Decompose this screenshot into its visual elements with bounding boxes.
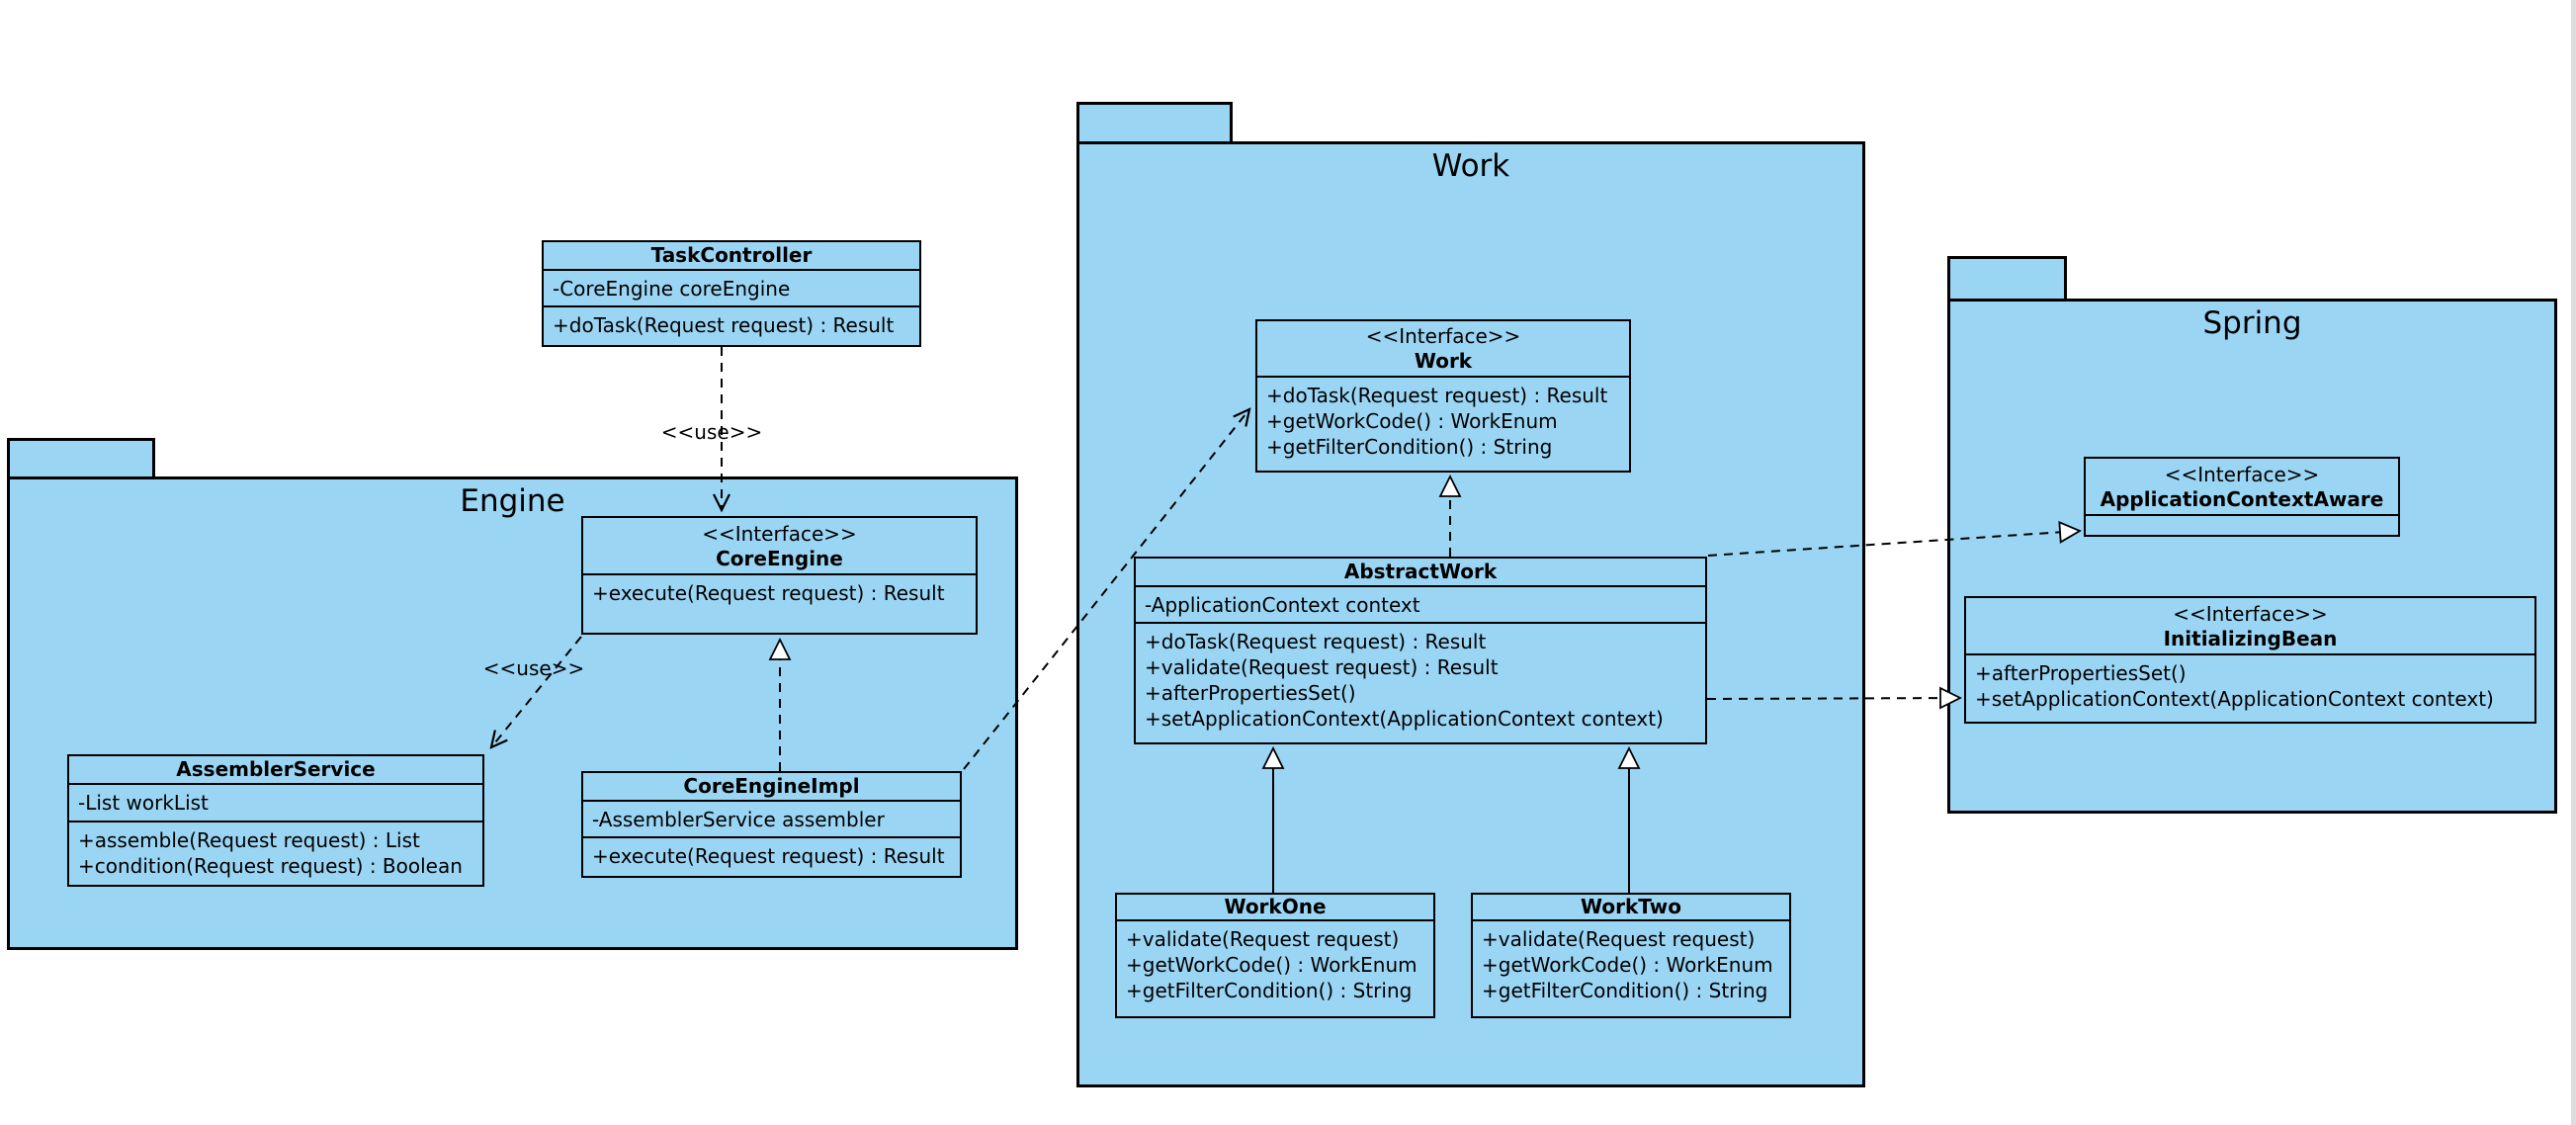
class-title: ApplicationContextAware: [2100, 486, 2384, 511]
class-workone[interactable]: WorkOne +validate(Request request) +getW…: [1115, 893, 1435, 1018]
class-title: WorkOne: [1224, 895, 1327, 918]
class-method: +setApplicationContext(ApplicationContex…: [1145, 707, 1664, 731]
class-method: +afterPropertiesSet(): [1975, 661, 2187, 685]
class-title: TaskController: [650, 243, 813, 267]
class-method: +validate(Request request) : Result: [1145, 655, 1499, 679]
class-method: +execute(Request request) : Result: [592, 844, 945, 868]
window-edge: [2571, 0, 2576, 1125]
interface-work[interactable]: <<Interface>> Work +doTask(Request reque…: [1255, 319, 1631, 473]
class-method: +afterPropertiesSet(): [1145, 681, 1356, 705]
class-title: InitializingBean: [2163, 626, 2338, 650]
class-method: +doTask(Request request) : Result: [553, 313, 895, 337]
use-stereotype-label: <<use>>: [660, 420, 763, 444]
class-method: +assemble(Request request) : List: [78, 828, 420, 852]
class-title: CoreEngineImpl: [683, 774, 860, 798]
class-title: Work: [1414, 349, 1473, 373]
stereotype-label: <<Interface>>: [2164, 462, 2320, 486]
class-method: +validate(Request request): [1126, 927, 1400, 951]
use-stereotype-label: <<use>>: [482, 656, 585, 680]
edge-use-coreengine-to-assemblerservice[interactable]: [491, 636, 582, 747]
class-method: +doTask(Request request) : Result: [1145, 630, 1487, 653]
package-work-title: Work: [1431, 148, 1510, 184]
interface-applicationcontextaware[interactable]: <<Interface>> ApplicationContextAware: [2084, 457, 2400, 537]
class-title: CoreEngine: [716, 546, 843, 570]
class-title: AbstractWork: [1343, 560, 1498, 583]
interface-initializingbean[interactable]: <<Interface>> InitializingBean +afterPro…: [1964, 596, 2536, 724]
class-abstractwork[interactable]: AbstractWork -ApplicationContext context…: [1134, 557, 1707, 744]
class-title: AssemblerService: [176, 757, 376, 781]
class-method: +doTask(Request request) : Result: [1266, 384, 1608, 407]
class-attribute: -AssemblerService assembler: [592, 807, 885, 831]
class-method: +condition(Request request) : Boolean: [78, 854, 463, 878]
edge-realization-abstractwork-to-initializingbean[interactable]: [1706, 686, 1963, 710]
stereotype-label: <<Interface>>: [702, 521, 857, 546]
package-spring-title: Spring: [2202, 305, 2302, 341]
class-assemblerservice[interactable]: AssemblerService -List workList +assembl…: [67, 754, 484, 887]
class-attribute: -List workList: [78, 791, 209, 815]
class-method: +getFilterCondition() : String: [1126, 979, 1413, 1002]
stereotype-label: <<Interface>>: [2173, 601, 2328, 626]
class-method: +getFilterCondition() : String: [1482, 979, 1768, 1002]
package-work-tab[interactable]: [1076, 102, 1233, 144]
package-engine-tab[interactable]: [7, 438, 155, 479]
interface-coreengine[interactable]: <<Interface>> CoreEngine +execute(Reques…: [581, 516, 978, 635]
package-engine-title: Engine: [460, 483, 565, 519]
class-method: +getWorkCode() : WorkEnum: [1266, 409, 1558, 433]
class-attribute: -ApplicationContext context: [1145, 592, 1420, 617]
class-method: +setApplicationContext(ApplicationContex…: [1975, 687, 2494, 711]
class-method: +getFilterCondition() : String: [1266, 435, 1553, 459]
empty-compartment: [2086, 514, 2398, 535]
class-method: +execute(Request request) : Result: [592, 581, 945, 605]
edge-dependency-coreengineimpl-to-work[interactable]: [963, 409, 1249, 770]
package-spring-tab[interactable]: [1947, 256, 2067, 302]
class-title: WorkTwo: [1581, 895, 1681, 918]
package-spring[interactable]: Spring: [1947, 299, 2557, 814]
class-coreengineimpl[interactable]: CoreEngineImpl -AssemblerService assembl…: [581, 771, 962, 878]
class-taskcontroller[interactable]: TaskController -CoreEngine coreEngine +d…: [542, 240, 921, 347]
class-worktwo[interactable]: WorkTwo +validate(Request request) +getW…: [1471, 893, 1791, 1018]
class-method: +validate(Request request): [1482, 927, 1756, 951]
stereotype-label: <<Interface>>: [1365, 324, 1521, 348]
class-attribute: -CoreEngine coreEngine: [553, 276, 791, 301]
class-method: +getWorkCode() : WorkEnum: [1482, 953, 1773, 977]
class-method: +getWorkCode() : WorkEnum: [1126, 953, 1417, 977]
